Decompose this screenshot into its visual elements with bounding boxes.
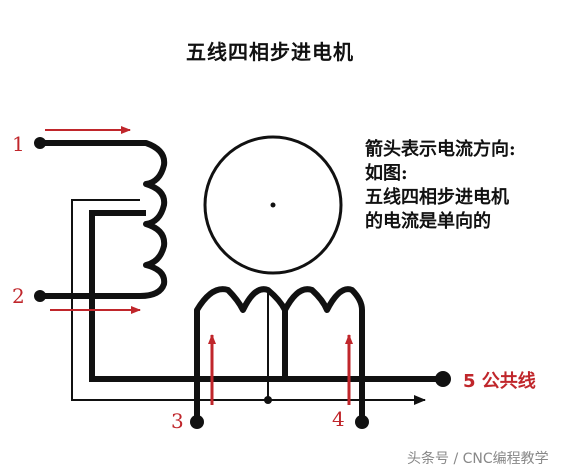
junction-dot: [264, 396, 272, 404]
terminal-3-label: 3: [171, 409, 184, 433]
watermark: 头条号 / CNC编程教学: [407, 451, 549, 467]
left-coil-winding: [37, 140, 168, 299]
terminal-2-dot: [34, 290, 46, 302]
terminal-1-dot: [34, 137, 46, 149]
terminal-4-dot: [355, 415, 369, 429]
terminal-1-label: 1: [12, 132, 25, 156]
rotor-center-dot: [270, 202, 276, 208]
terminal-5-label: 5 公共线: [463, 371, 536, 392]
annotation-line-2: 如图:: [365, 163, 408, 184]
annotation-line-3: 五线四相步进电机: [365, 187, 509, 208]
diagram-title: 五线四相步进电机: [186, 40, 354, 64]
annotation-line-4: 的电流是单向的: [365, 211, 491, 232]
annotation-text: 箭头表示电流方向: 如图: 五线四相步进电机 的电流是单向的: [365, 138, 579, 234]
current-path-line: [71, 199, 426, 405]
annotation-line-1: 箭头表示电流方向:: [365, 139, 516, 160]
terminal-2-label: 2: [12, 284, 25, 308]
terminal-3-dot: [190, 415, 204, 429]
terminal-5-dot: [435, 371, 451, 387]
rotor-circle: [203, 135, 343, 275]
terminal-4-label: 4: [332, 407, 345, 431]
